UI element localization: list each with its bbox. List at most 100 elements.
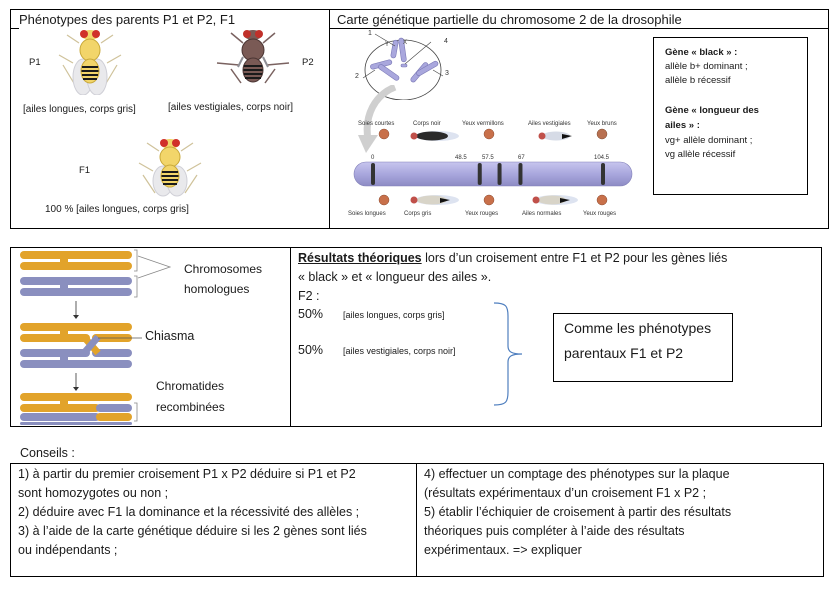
fly-head-top-3	[483, 128, 495, 140]
result-row-2-phenotype: [ailes vestigiales, corps noir]	[343, 346, 456, 356]
p1-fly	[58, 30, 122, 95]
p2-phenotype: [ailes vestigiales, corps noir]	[168, 102, 294, 113]
legend-black-line1: allèle b+ dominant ;	[665, 61, 748, 72]
f1-fly-image	[138, 139, 202, 197]
legend-vg-title-2: ailes » :	[665, 120, 700, 131]
advice-title: Conseils :	[20, 446, 75, 460]
trait-top-corps-noir: Corps noir	[413, 121, 441, 127]
advice-right-line-2: (résultats expérimentaux d’un croisement…	[424, 486, 707, 500]
karyotype-label-4: 4	[444, 38, 448, 45]
advice-right-line-5: expérimentaux. => expliquer	[424, 543, 582, 557]
label-recombinees: recombinées	[156, 400, 225, 414]
locus-position-67: 67	[518, 155, 525, 161]
trait-bottom-yeux-rouges-1: Yeux rouges	[465, 211, 499, 217]
locus-band-104.5	[601, 163, 605, 185]
fly-top-black-body	[410, 131, 459, 141]
trait-bottom-soies-longues: Soies longues	[348, 211, 386, 217]
advice-right-line-3: 5) établir l’échiquier de croisement à p…	[424, 505, 732, 519]
legend-vg-line1: vg+ allèle dominant ;	[665, 135, 753, 146]
advice-left-line-1: 1) à partir du premier croisement P1 x P…	[18, 467, 356, 481]
trait-top-ailes-vestigiales: Ailes vestigiales	[528, 121, 571, 127]
trait-illustrations	[378, 128, 608, 206]
trait-top-yeux-vermillons: Yeux vermillons	[462, 121, 504, 127]
fly-head-bottom-5	[596, 194, 608, 206]
result-row-2-percent: 50%	[298, 343, 324, 357]
crossover-diagram	[20, 249, 138, 425]
advice-table	[10, 463, 824, 577]
trait-bottom-yeux-rouges-2: Yeux rouges	[583, 211, 617, 217]
f2-label: F2 :	[298, 289, 320, 303]
fly-head-bottom-3	[483, 194, 495, 206]
label-homologues: homologues	[184, 282, 250, 296]
p2-label: P2	[302, 57, 314, 68]
label-chromosomes: Chromosomes	[184, 262, 263, 276]
parental-note-box	[553, 313, 733, 382]
results-intro-rest: lors d’un croisement entre F1 et P2 pour…	[421, 251, 728, 265]
locus-position-104.5: 104.5	[594, 155, 610, 161]
karyotype-diagram	[362, 33, 444, 100]
brace-icon	[493, 302, 523, 406]
results-heading: Résultats théoriques	[298, 251, 422, 265]
fly-head-top-5	[596, 128, 608, 140]
fly-bottom-gray-body	[410, 195, 459, 205]
locus-position-48.5: 48.5	[455, 155, 467, 161]
chiasma-pointer	[98, 337, 142, 339]
genetic-map-title: Carte génétique partielle du chromosome …	[337, 12, 682, 27]
p1-fly-image	[58, 30, 122, 95]
trait-top-soies-courtes: Soies courtes	[358, 121, 395, 127]
parental-note-line1: Comme les phénotypes	[564, 320, 712, 336]
advice-left-line-2: sont homozygotes ou non ;	[18, 486, 169, 500]
locus-band-57.5	[497, 163, 502, 185]
label-chromatides: Chromatides	[156, 379, 225, 393]
p2-fly	[216, 30, 290, 84]
p2-fly-image	[216, 30, 290, 84]
parental-note-line2: parentaux F1 et P2	[564, 345, 684, 361]
karyotype-label-2: 2	[355, 73, 359, 80]
karyotype-label-1: 1	[368, 30, 372, 37]
f1-fly	[138, 139, 202, 197]
advice-right-line-4: théoriques puis compléter à l’aide des r…	[424, 524, 685, 538]
fly-head-bottom-1	[378, 194, 390, 206]
advice-left-line-4: 3) à l’aide de la carte génétique déduir…	[18, 524, 367, 538]
p1-label: P1	[29, 57, 41, 68]
advice-left-line-3: 2) déduire avec F1 la dominance et la ré…	[18, 505, 360, 519]
label-chiasma: Chiasma	[145, 329, 195, 343]
homologous-chromosomes-pair	[20, 249, 138, 298]
chiasma-pair	[20, 323, 132, 368]
trait-bottom-corps-gris: Corps gris	[404, 211, 432, 217]
f1-phenotype: 100 % [ailes longues, corps gris]	[45, 204, 189, 215]
legend-vg-title-1: Gène « longueur des	[665, 105, 759, 116]
f1-label: F1	[79, 165, 91, 176]
homologues-pointer	[137, 255, 172, 279]
trait-bottom-ailes-normales: Ailes normales	[522, 211, 562, 217]
phenotypes-title: Phénotypes des parents P1 et P2, F1	[19, 12, 236, 27]
locus-position-0: 0	[371, 155, 375, 161]
phenotypes-title-underline	[10, 28, 19, 29]
karyotype-label-3: 3	[445, 70, 449, 77]
locus-position-57.5: 57.5	[482, 155, 494, 161]
chromosome-y-label: Y	[385, 42, 390, 48]
legend-vg-line2: vg allèle récessif	[665, 149, 736, 160]
locus-band-48.5	[477, 163, 482, 185]
result-row-1-phenotype: [ailes longues, corps gris]	[343, 310, 445, 320]
results-intro-line1: Résultats théoriques lors d’un croisemen…	[298, 251, 727, 265]
fly-bottom-normal-wings	[532, 195, 578, 205]
chromosome-x-label: X	[403, 40, 408, 46]
fly-top-vestigial	[538, 131, 572, 141]
zoom-arrow-icon	[358, 85, 397, 153]
advice-right-line-1: 4) effectuer un comptage des phénotypes …	[424, 467, 730, 481]
legend-black-line2: allèle b récessif	[665, 75, 731, 86]
locus-band-67	[518, 163, 523, 185]
trait-top-yeux-bruns: Yeux bruns	[587, 121, 617, 127]
allele-legend-box	[653, 37, 808, 195]
fly-head-top-1	[378, 128, 390, 140]
locus-band-0	[371, 163, 375, 185]
advice-column-divider	[416, 463, 417, 577]
results-intro-line2: « black » et « longueur des ailes ».	[298, 270, 492, 284]
advice-left-line-5: ou indépendants ;	[18, 543, 118, 557]
legend-black-title: Gène « black » :	[665, 47, 738, 58]
p1-phenotype: [ailes longues, corps gris]	[23, 104, 136, 115]
recombined-pair	[20, 393, 138, 425]
genetic-map-title-divider	[329, 28, 829, 29]
result-row-1-percent: 50%	[298, 307, 324, 321]
